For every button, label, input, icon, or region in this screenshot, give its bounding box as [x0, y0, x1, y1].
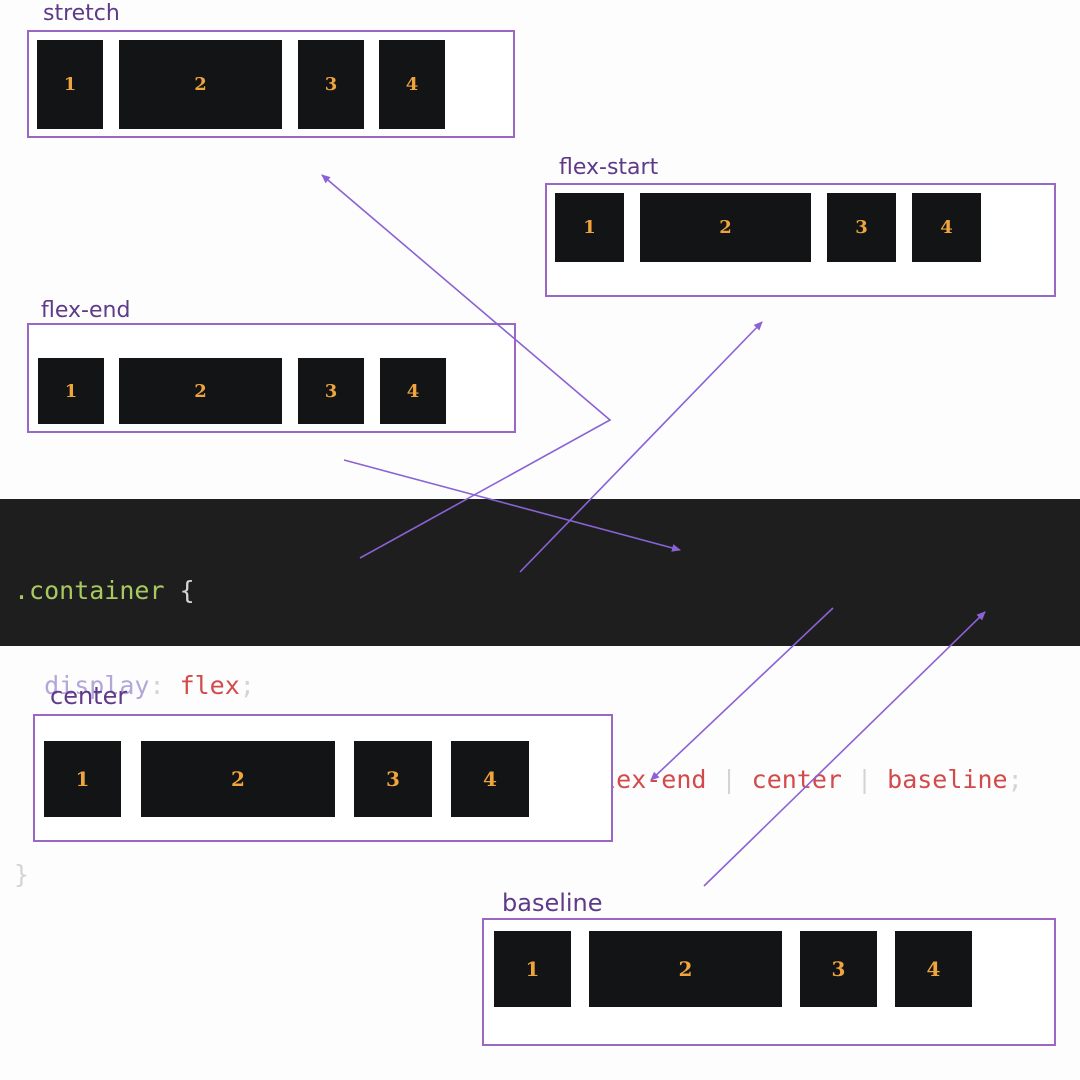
code-open-brace: { — [164, 576, 195, 605]
flex-end-container: 1 2 3 4 — [27, 323, 516, 433]
flex-item-3: 3 — [298, 40, 364, 129]
flex-item-3: 3 — [827, 193, 896, 262]
flex-item-2: 2 — [141, 741, 335, 817]
flex-item-1: 1 — [555, 193, 624, 262]
code-selector: .container — [14, 576, 165, 605]
code-semicolon: ; — [239, 670, 255, 700]
code-display-property: display — [44, 670, 150, 700]
flex-item-4: 4 — [380, 358, 446, 424]
code-line-selector: .container { — [14, 575, 1080, 607]
flex-item-2: 2 — [119, 358, 282, 424]
flex-item-2: 2 — [640, 193, 811, 262]
center-label: center — [50, 682, 128, 710]
flex-item-1: 1 — [38, 358, 104, 424]
flex-item-3: 3 — [354, 741, 432, 817]
code-semicolon: ; — [1007, 765, 1023, 794]
code-value-center: center — [751, 765, 842, 794]
css-code-panel: .container { display: flex; align-items:… — [0, 499, 1080, 889]
flex-item-3: 3 — [800, 931, 877, 1007]
code-colon: : — [149, 670, 180, 700]
flex-start-container: 1 2 3 4 — [545, 183, 1056, 297]
code-line-close: } — [14, 859, 1080, 891]
flex-item-4: 4 — [912, 193, 981, 262]
baseline-container: 1 2 3 4 — [482, 918, 1056, 1046]
baseline-label: baseline — [502, 889, 603, 917]
flex-item-1: 1 — [44, 741, 121, 817]
flex-item-4: 4 — [379, 40, 445, 129]
flex-item-3: 3 — [298, 358, 364, 424]
stretch-container: 1 2 3 4 — [27, 30, 515, 138]
code-display-value: flex — [179, 670, 240, 700]
code-line-display: display: flex; — [14, 670, 1080, 702]
flex-item-1: 1 — [494, 931, 571, 1007]
code-close-brace: } — [14, 859, 30, 889]
flex-item-1: 1 — [37, 40, 103, 129]
flex-item-4: 4 — [895, 931, 972, 1007]
code-separator: | — [857, 765, 873, 794]
code-separator: | — [721, 765, 737, 794]
flex-start-label: flex-start — [559, 155, 659, 180]
center-container: 1 2 3 4 — [33, 714, 613, 842]
flex-item-4: 4 — [451, 741, 529, 817]
flex-end-label: flex-end — [41, 298, 131, 323]
flex-item-2: 2 — [589, 931, 782, 1007]
code-value-baseline: baseline — [887, 765, 1008, 794]
flex-item-2: 2 — [119, 40, 282, 129]
stretch-label: stretch — [43, 1, 120, 26]
